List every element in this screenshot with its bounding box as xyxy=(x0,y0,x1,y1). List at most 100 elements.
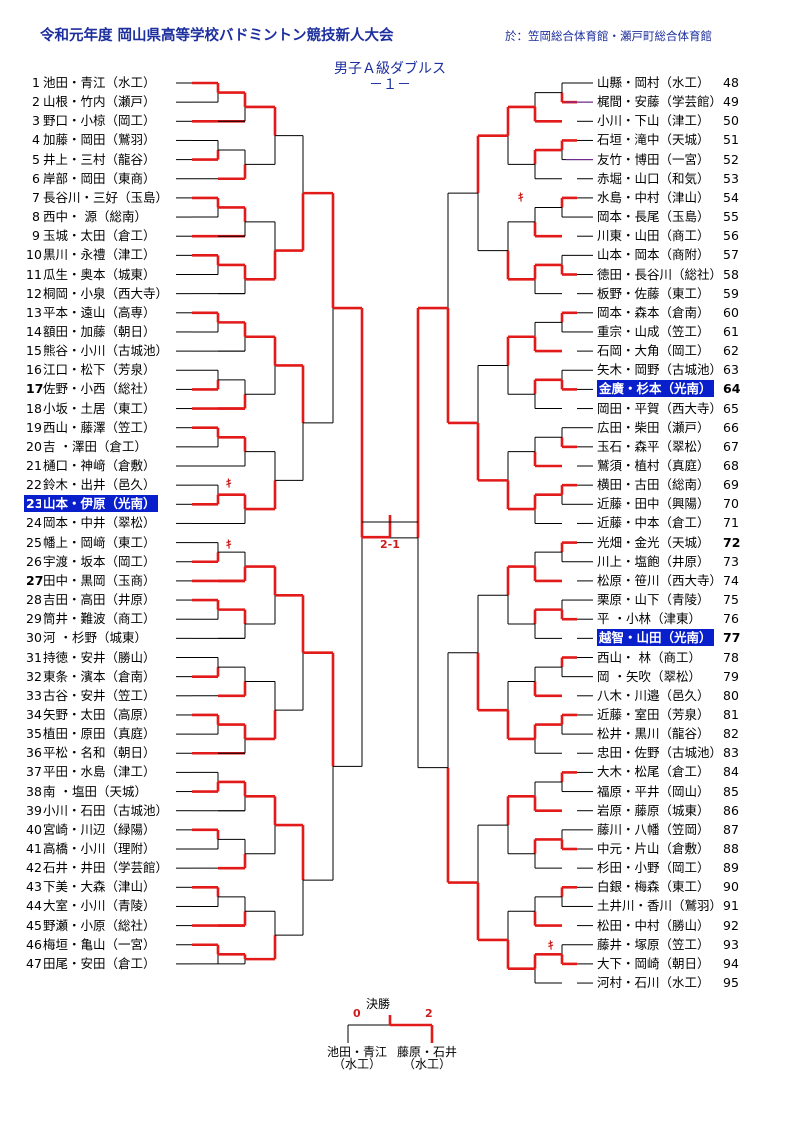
entry-number: 81 xyxy=(723,706,739,722)
entry-number: 80 xyxy=(723,687,739,703)
entry-name: 岡田・平賀（西大寺） xyxy=(597,400,723,416)
semifinal-score: 2-1 xyxy=(380,538,400,551)
entry-name: 梶間・安藤（学芸館） xyxy=(597,94,723,110)
bracket-entry: 川上・塩飽（井原）73 xyxy=(597,553,747,570)
entry-name: 石井・井田（学芸館） xyxy=(43,860,169,876)
entry-name: 下美・大森（津山） xyxy=(43,879,156,895)
entry-name: 江口・松下（芳泉） xyxy=(43,362,156,378)
entry-number: 23 xyxy=(24,495,44,513)
entry-number: 67 xyxy=(723,438,739,454)
bracket-entry: 忠田・佐野（古城池）83 xyxy=(597,744,747,761)
bracket-entry: 玉石・森平（翠松）67 xyxy=(597,438,747,455)
final-score-left: 0 xyxy=(353,1007,361,1020)
entry-name: 大木・松尾（倉工） xyxy=(597,764,710,780)
entry-name: 西山・ 林（商工） xyxy=(597,649,701,665)
entry-name: 岡本・中井（翠松） xyxy=(43,515,156,531)
entry-name: 吉 ・澤田（倉工） xyxy=(43,438,147,454)
entry-number: 1 xyxy=(32,75,40,90)
entry-number: 37 xyxy=(26,764,42,780)
entry-name: 矢野・太田（高原） xyxy=(43,706,156,722)
finalist-left-school: （水工） xyxy=(332,1057,381,1071)
entry-number: 20 xyxy=(26,438,42,454)
entry-number: 22 xyxy=(26,477,42,493)
bracket-entry: 松田・中村（勝山）92 xyxy=(597,917,747,934)
entry-name: 佐野・小西（総社） xyxy=(43,381,156,397)
bracket-entry: 松井・黒川（龍谷）82 xyxy=(597,725,747,742)
entry-number: 51 xyxy=(723,132,739,148)
entry-number: 44 xyxy=(26,898,42,914)
entry-name: 井上・三村（龍谷） xyxy=(43,151,156,167)
bracket-entry: 八木・川邉（邑久） 80 xyxy=(597,687,747,704)
entry-name: 福原・平井（岡山） xyxy=(597,783,710,799)
entry-number: 45 xyxy=(26,917,42,933)
entry-name: 加藤・岡田（鷲羽） xyxy=(43,132,156,148)
entry-number: 79 xyxy=(723,668,739,684)
entry-name: 八木・川邉（邑久） xyxy=(597,687,710,703)
entry-name: 古谷・安井（笠工） xyxy=(43,687,156,703)
entry-number: 26 xyxy=(26,553,42,569)
entry-name: 南 ・塩田（天城） xyxy=(43,783,147,799)
entry-number: 89 xyxy=(723,860,739,876)
entry-name: 広田・柴田（瀬戸） xyxy=(597,419,710,435)
bracket-entry: 平 ・小林（津東）76 xyxy=(597,610,747,627)
entry-name: 中元・片山（倉敷） xyxy=(597,841,710,856)
entry-name: 東条・濱本（倉南） xyxy=(43,668,156,684)
bracket-entry: 川東・山田（商工）56 xyxy=(597,227,747,244)
bracket-entry: 松原・笹川（西大寺）74 xyxy=(597,572,747,589)
bracket-entry: 鷲須・植村（真庭）68 xyxy=(597,457,747,474)
entry-name: 松田・中村（勝山） xyxy=(597,917,710,933)
bracket-entry: 梶間・安藤（学芸館）49 xyxy=(597,93,747,110)
entry-number: 13 xyxy=(26,304,42,320)
entry-number: 27 xyxy=(26,572,44,588)
entry-name: 岡 ・矢吹（翠松） xyxy=(597,668,701,684)
entry-number: 6 xyxy=(32,170,40,186)
entry-name: 平田・水島（津工） xyxy=(43,764,156,780)
entry-name: 河 ・杉野（城東） xyxy=(43,630,147,646)
entry-name: 鷲須・植村（真庭） xyxy=(597,458,710,473)
entry-number: 84 xyxy=(723,764,739,780)
entry-number: 75 xyxy=(723,592,739,608)
entry-number: 8 xyxy=(32,209,40,225)
entry-name: 幡上・岡﨑（東工） xyxy=(43,534,156,550)
entry-name: 栗原・山下（青陵） xyxy=(597,592,710,608)
entry-number: 16 xyxy=(26,362,42,378)
entry-number: 73 xyxy=(723,553,739,569)
entry-name: 宇渡・坂本（岡工） xyxy=(43,553,156,569)
entry-name: 川東・山田（商工） xyxy=(597,228,710,244)
entry-name: 瓜生・奥本（城東） xyxy=(43,266,156,282)
bracket-entry: 岡本・長尾（玉島）55 xyxy=(597,208,747,225)
entry-name: 小川・下山（津工） xyxy=(597,113,710,129)
entry-number: 48 xyxy=(723,75,739,90)
entry-name: 高橋・小川（理附） xyxy=(43,841,156,856)
venue-text: 於：笠岡総合体育館・瀬戸町総合体育館 xyxy=(505,29,712,43)
entry-number: 46 xyxy=(26,936,42,952)
entry-number: 66 xyxy=(723,419,739,435)
entry-number: 94 xyxy=(723,955,739,971)
entry-number: 78 xyxy=(723,649,739,665)
finalist-left: 池田・青江 （水工） xyxy=(324,1046,390,1070)
entry-number: 72 xyxy=(723,534,741,550)
entry-number: 53 xyxy=(723,170,739,186)
entry-number: 59 xyxy=(723,285,739,301)
entry-name: 山本・伊原（光南） xyxy=(41,495,158,513)
entry-name: 野瀬・小原（総社） xyxy=(43,917,156,933)
finalist-right-school: （水工） xyxy=(402,1057,451,1071)
